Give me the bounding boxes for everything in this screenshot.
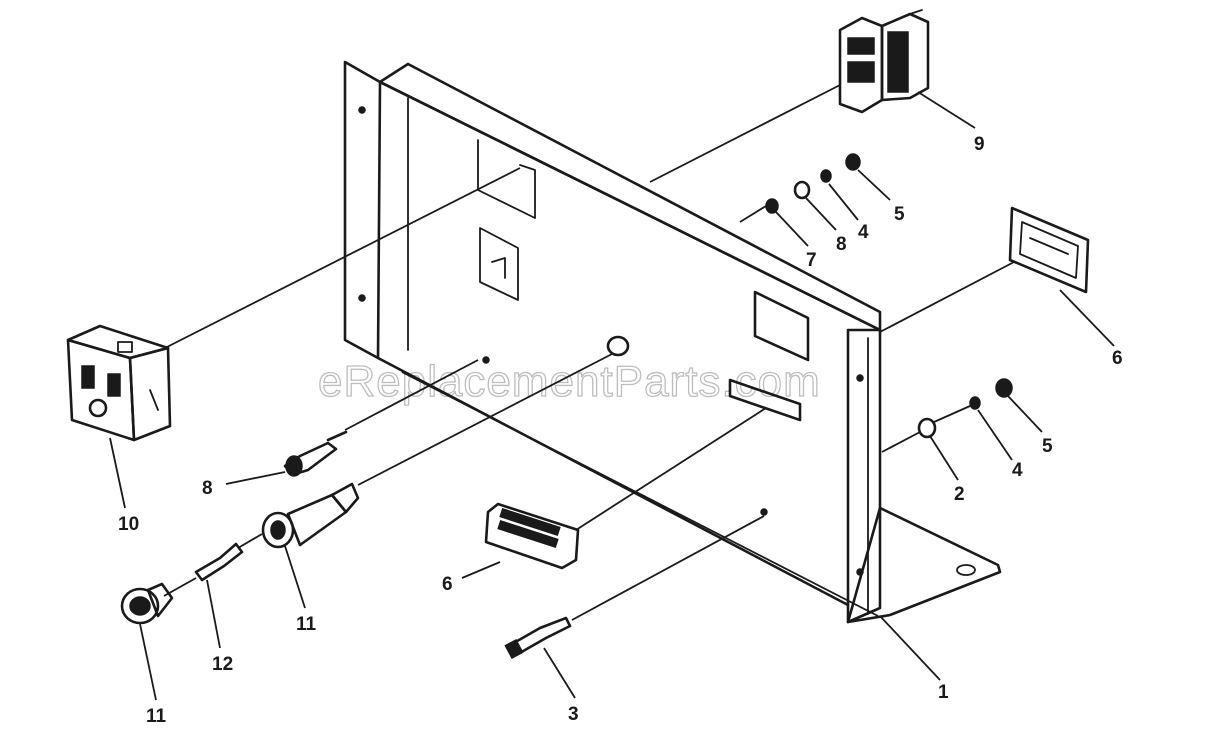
callout-9: 9	[974, 134, 985, 155]
switch-part-9	[838, 9, 930, 114]
plug-part-8	[283, 430, 348, 477]
fuse-holder-part-11	[261, 482, 360, 549]
control-panel-bracket	[343, 60, 1002, 624]
callout-12: 12	[212, 654, 233, 675]
callout-5-upper: 5	[894, 204, 905, 225]
callout-11-left: 11	[146, 706, 167, 727]
callout-6-right: 6	[1112, 348, 1123, 369]
callout-2: 2	[954, 484, 965, 505]
cap-part-11	[120, 582, 174, 625]
fuse-part-12	[194, 542, 244, 582]
screw-part-3	[504, 616, 572, 660]
callout-10: 10	[118, 514, 139, 535]
callout-1: 1	[938, 682, 949, 703]
terminal-strip-part-6	[484, 502, 580, 570]
leader-lines	[109, 84, 1115, 701]
callout-8-upper: 8	[836, 234, 847, 255]
hardware-upper	[765, 153, 861, 214]
grommet-part	[606, 335, 630, 357]
callout-7: 7	[806, 250, 817, 271]
callout-4-lower: 4	[1012, 460, 1023, 481]
hardware-lower	[917, 378, 1013, 439]
callout-5-lower: 5	[1042, 436, 1053, 457]
callout-3: 3	[568, 704, 579, 725]
callout-4-upper: 4	[858, 222, 869, 243]
outlet-part-10	[66, 324, 172, 442]
watermark: eReplacementParts.com	[318, 357, 821, 406]
callout-11-middle: 11	[296, 614, 317, 635]
plate-part-6	[1008, 206, 1090, 294]
callout-8-lower: 8	[202, 478, 213, 499]
callout-6-lower: 6	[442, 574, 453, 595]
callout-labels: 9 5 4 8 7 6 5 4 2 1 3 6 8 10 11 12 11	[118, 134, 1123, 727]
